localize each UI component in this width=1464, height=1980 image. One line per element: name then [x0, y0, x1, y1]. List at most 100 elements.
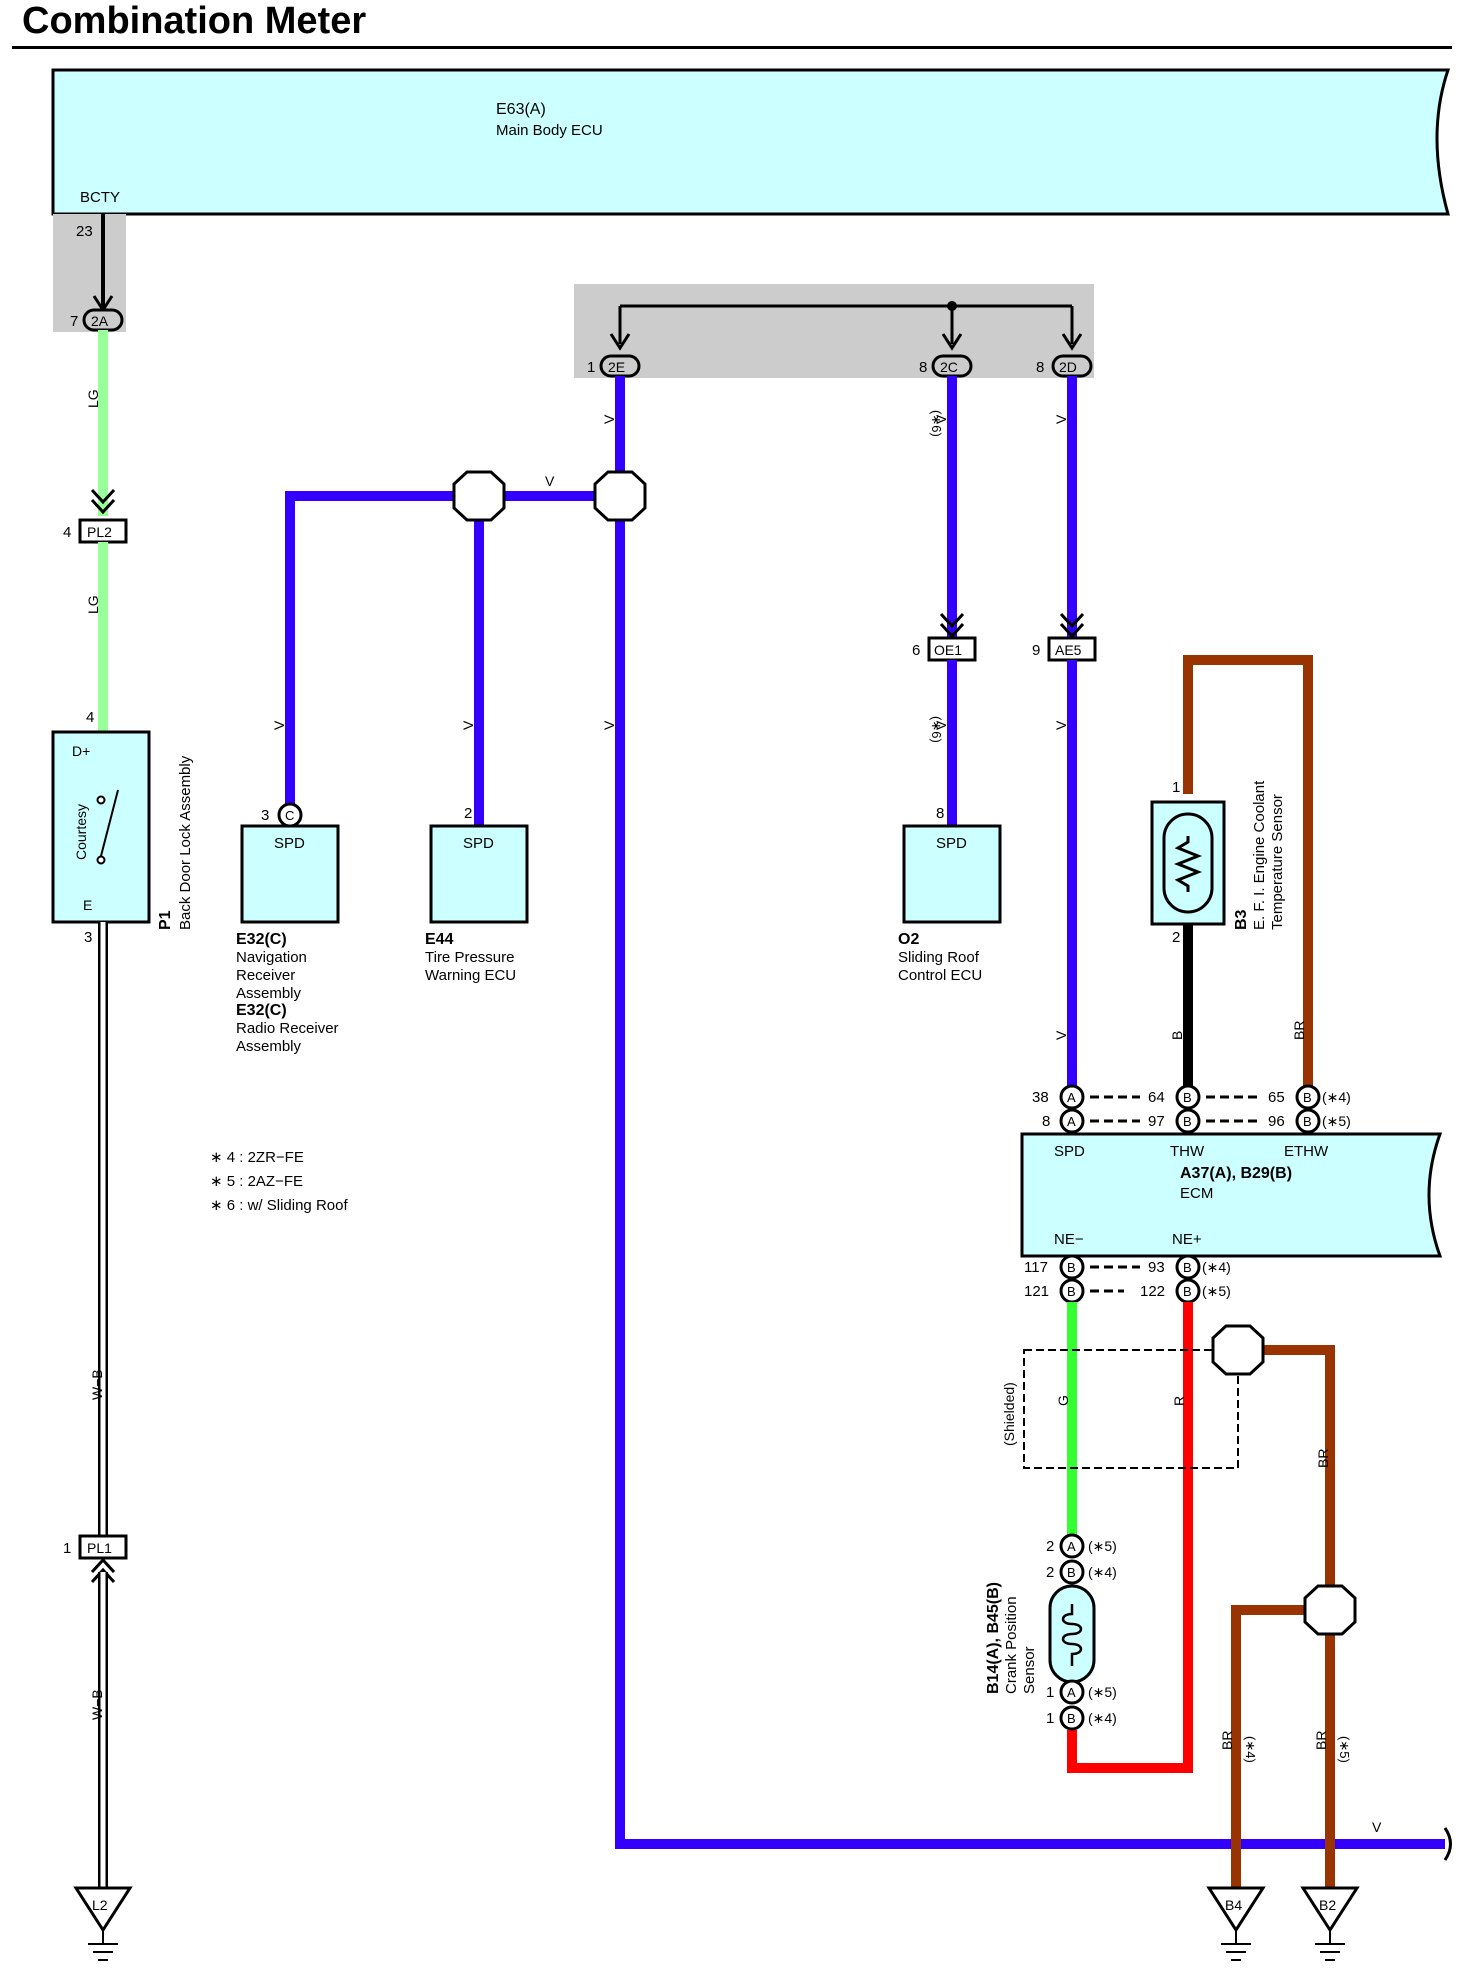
ecm-pin-thw-a-num: 64	[1148, 1089, 1165, 1106]
e32-name-1a: Navigation	[236, 949, 307, 966]
b14-pin-2a-num: 2	[1046, 1538, 1054, 1555]
ecm-neplus-mark-5: (∗5)	[1202, 1283, 1231, 1299]
e44-pin: 2	[464, 805, 472, 822]
page-title: Combination Meter	[22, 0, 367, 42]
e44-name-a: Tire Pressure	[425, 949, 514, 966]
ecm-pin-thw-a-letter: B	[1183, 1090, 1192, 1105]
b3-code: B3	[1233, 909, 1250, 930]
connector-pl1-label: PL1	[87, 1540, 112, 1556]
wire-br-shield	[1238, 1345, 1335, 1610]
ecm-terminal-neminus: NE−	[1054, 1231, 1084, 1248]
b14-pin-2b-letter: B	[1067, 1565, 1076, 1580]
shield-label: (Shielded)	[1001, 1382, 1017, 1446]
e32-pin-letter: C	[285, 808, 294, 823]
arrow-2d	[1061, 333, 1083, 351]
e44-code: E44	[425, 931, 454, 948]
ecm-pin-neminus-b-letter: B	[1067, 1284, 1076, 1299]
b14-mark-5-bot: (∗5)	[1088, 1684, 1117, 1700]
wire-br-b4-label: BR	[1219, 1731, 1235, 1750]
b3-thermistor	[1162, 812, 1214, 914]
ecm-pin-ethw-b	[1295, 1108, 1321, 1134]
wire-br-b2-label: BR	[1313, 1731, 1329, 1750]
b14-mark-5-top: (∗5)	[1088, 1538, 1117, 1554]
b14-pin-1a-num: 1	[1046, 1684, 1054, 1701]
wire-v-2d-label: V	[1053, 414, 1069, 424]
p1-terminal-bot: E	[83, 897, 92, 913]
p1-contact-bot	[96, 855, 106, 865]
ecm-box	[1020, 1132, 1443, 1258]
ecm-pin-spd-b	[1059, 1108, 1085, 1134]
junction-ground	[1303, 1584, 1357, 1636]
p1-contact-top	[96, 795, 106, 805]
ecm-pin-neplus-a-letter: B	[1183, 1260, 1192, 1275]
p1-terminal-top: D+	[72, 743, 90, 759]
b14-pin-2a	[1059, 1533, 1085, 1559]
ecm-pin-neminus-a	[1059, 1254, 1085, 1280]
b14-pin-2a-letter: A	[1067, 1539, 1076, 1554]
wire-wb-2-label: W−B	[89, 1689, 105, 1720]
ecm-pin-thw-b-letter: B	[1183, 1114, 1192, 1129]
ecm-neplus-mark-4: (∗4)	[1202, 1259, 1231, 1275]
e32-terminal: SPD	[274, 835, 305, 852]
e44-box	[429, 824, 529, 924]
ecm-name: ECM	[1180, 1185, 1213, 1202]
p1-name: Back Door Lock Assembly	[177, 755, 194, 930]
wire-br-b4	[1231, 1605, 1330, 1890]
p1-pin-bot: 3	[84, 929, 92, 946]
wire-v-e32-label: V	[271, 720, 287, 730]
e32-name-1c: Assembly	[236, 985, 302, 1002]
ecm-pin-ethw-b-letter: B	[1303, 1114, 1312, 1129]
wire-lg-2-label: LG	[85, 595, 101, 614]
splice-area-top	[574, 284, 1094, 378]
connector-2e-pin: 1	[587, 359, 595, 376]
main-body-ecu-terminal: BCTY	[80, 189, 120, 206]
b3-pin-bot: 2	[1172, 929, 1180, 946]
connector-ae5-pin: 9	[1032, 642, 1040, 659]
main-body-ecu-code: E63(A)	[496, 101, 546, 118]
b3-name-b: Temperature Sensor	[1269, 794, 1286, 930]
b14-mark-4-bot: (∗4)	[1088, 1710, 1117, 1726]
wire-v-main-label: V	[1372, 1819, 1382, 1835]
main-body-ecu-box	[51, 68, 1451, 216]
e32-name-2b: Assembly	[236, 1038, 302, 1055]
ecm-terminal-spd: SPD	[1054, 1143, 1085, 1160]
connector-2c-label: 2C	[940, 359, 958, 375]
connector-pl1-pin: 1	[63, 1540, 71, 1557]
wire-g-label: G	[1055, 1395, 1071, 1406]
b14-mark-4-top: (∗4)	[1088, 1564, 1117, 1580]
note-3: ∗ 6 : w/ Sliding Roof	[210, 1197, 348, 1214]
ecm-pin-neminus-b-num: 121	[1024, 1283, 1049, 1300]
b14-pin-1a	[1059, 1679, 1085, 1705]
ecm-dash-lines	[1090, 1095, 1260, 1293]
connector-2a-pin: 7	[70, 313, 78, 330]
junction-shield	[1211, 1324, 1265, 1376]
connector-pl2-pin: 4	[63, 524, 71, 541]
bcty-pin: 23	[76, 223, 93, 240]
ecm-terminal-ethw: ETHW	[1284, 1143, 1329, 1160]
ecm-pin-thw-a	[1175, 1084, 1201, 1110]
ground-b4-label: B4	[1225, 1897, 1242, 1913]
b14-pin-1b	[1059, 1705, 1085, 1731]
o2-pin: 8	[936, 805, 944, 822]
e32-name-2a: Radio Receiver	[236, 1020, 339, 1037]
b14-pin-2b	[1059, 1559, 1085, 1585]
connector-2c-pin: 8	[919, 359, 927, 376]
o2-terminal: SPD	[936, 835, 967, 852]
note-1: ∗ 4 : 2ZR−FE	[210, 1149, 304, 1166]
wire-br-b4-mark: (∗4)	[1243, 1736, 1258, 1763]
p1-code: P1	[157, 910, 174, 930]
ground-l2	[73, 1886, 133, 1933]
junction-e44	[452, 470, 506, 522]
wire-v-2c-label: V	[933, 414, 949, 424]
wire-v-2e-label: V	[601, 414, 617, 424]
e44-name-b: Warning ECU	[425, 967, 516, 984]
arrow-oe1	[939, 612, 965, 639]
e32-code-2: E32(C)	[236, 1002, 287, 1019]
arrow-pl1	[90, 1557, 116, 1584]
b3-name-a: E. F. I. Engine Coolant	[1251, 780, 1268, 930]
ground-b2	[1300, 1886, 1360, 1933]
o2-box	[902, 824, 1002, 924]
wire-v-2c-mark: (∗6)	[929, 410, 944, 437]
ecm-pin-neminus-a-letter: B	[1067, 1260, 1076, 1275]
b14-pin-1b-num: 1	[1046, 1710, 1054, 1727]
